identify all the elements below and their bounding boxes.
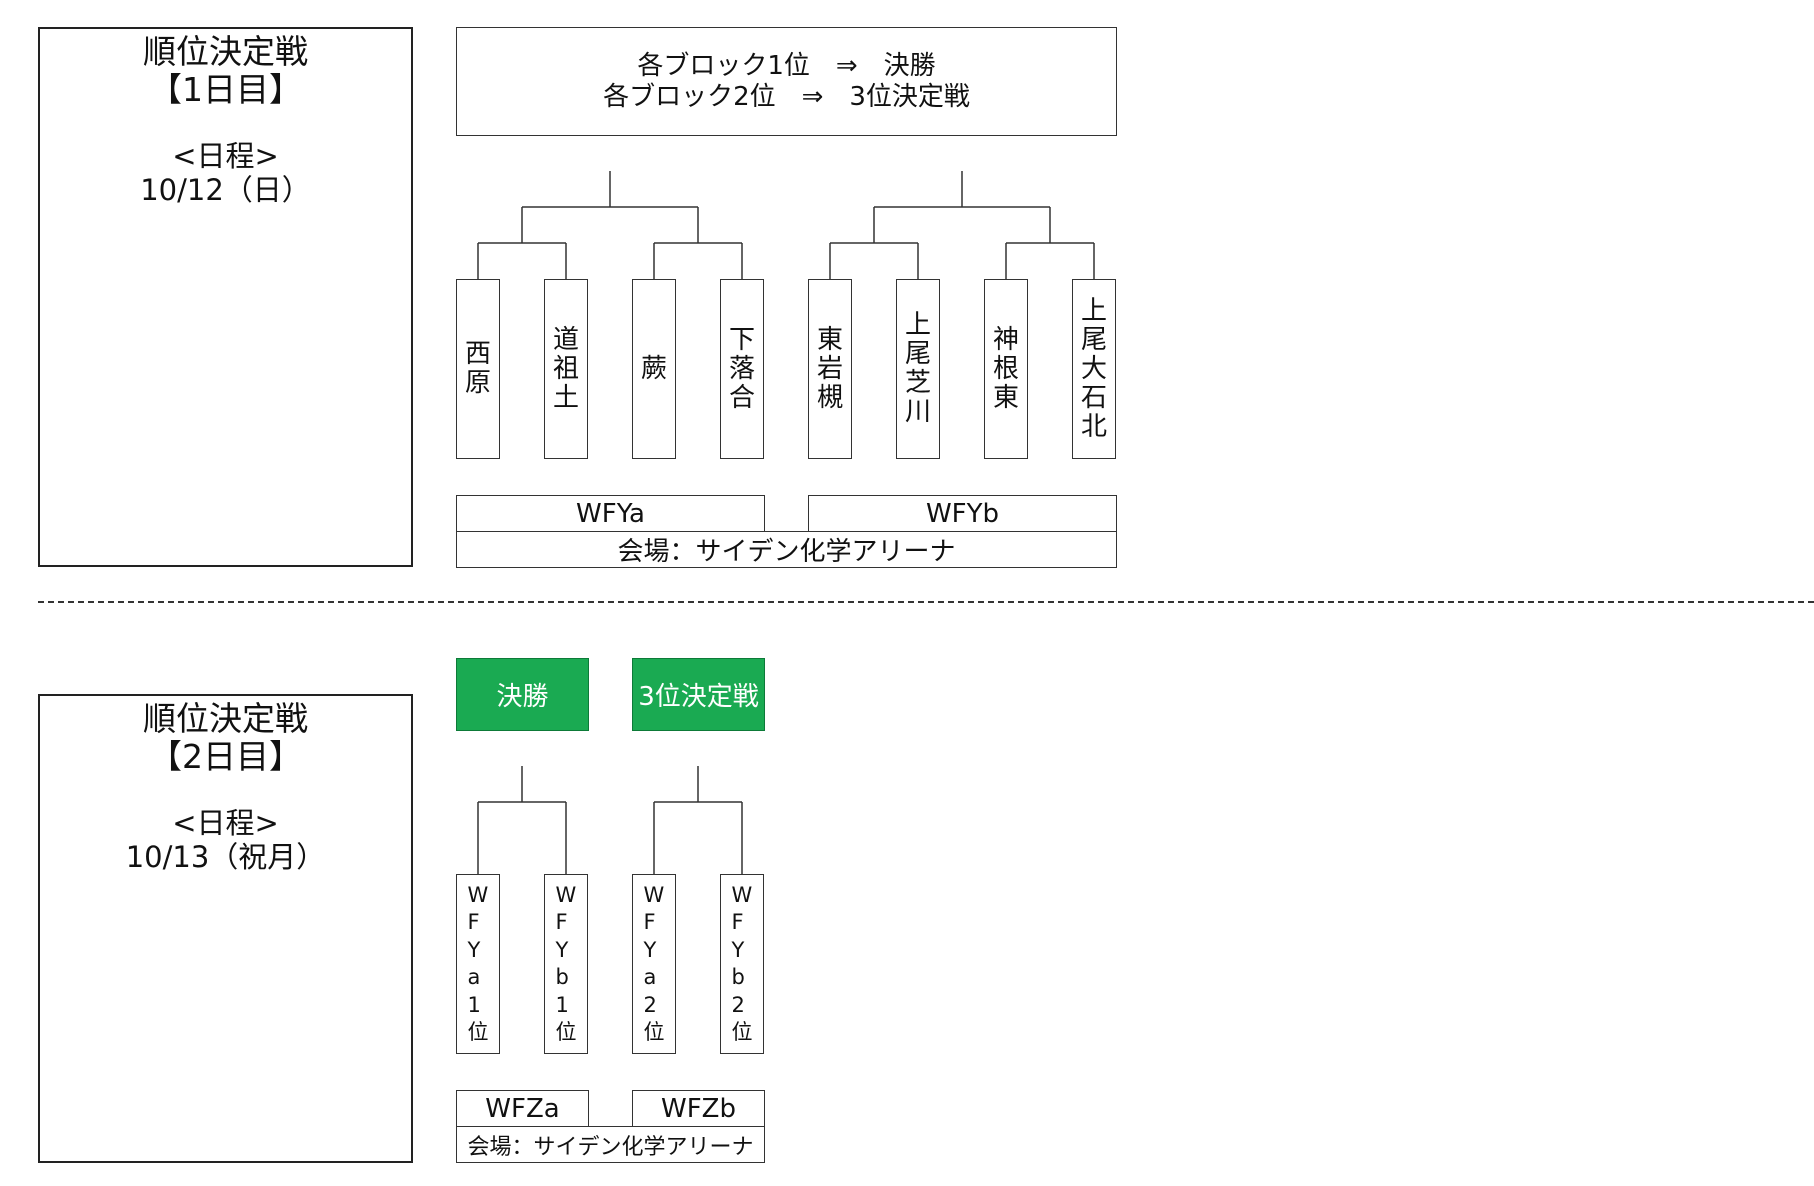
team-name: 東岩槻 xyxy=(816,324,843,413)
team-name: 道祖土 xyxy=(552,324,579,413)
team-name: 神根東 xyxy=(992,324,1019,413)
team-box: 蕨 xyxy=(632,279,676,459)
team-box: 西原 xyxy=(456,279,500,459)
day2-title-line2: 【2日目】 xyxy=(149,737,302,776)
day2-title-line1: 順位決定戦 xyxy=(143,699,308,738)
team-name: 上尾芝川 xyxy=(904,310,931,427)
team-box: 上尾大石北 xyxy=(1072,279,1116,459)
day1-venue: 会場：サイデン化学アリーナ xyxy=(456,531,1117,568)
team-box: 上尾芝川 xyxy=(896,279,940,459)
day2-info-box: 順位決定戦 【2日目】 <日程> 10/13（祝月） xyxy=(38,694,413,1163)
day2-block-a-label: WFZa xyxy=(456,1090,589,1127)
team-name: 上尾大石北 xyxy=(1080,295,1107,442)
day-divider xyxy=(38,601,1814,603)
team-name: 下落合 xyxy=(728,324,755,413)
team-box: 道祖土 xyxy=(544,279,588,459)
day1-title: 順位決定戦 【1日目】 xyxy=(40,33,411,109)
team-name: 西原 xyxy=(464,339,491,398)
final-match-label: 決勝 xyxy=(456,658,589,731)
day1-title-line1: 順位決定戦 xyxy=(143,32,308,71)
team-box: 東岩槻 xyxy=(808,279,852,459)
day2-schedule: <日程> 10/13（祝月） xyxy=(40,806,411,874)
day2-schedule-label: <日程> xyxy=(172,806,279,840)
team-box: 下落合 xyxy=(720,279,764,459)
day1-title-line2: 【1日目】 xyxy=(149,70,302,109)
day1-schedule: <日程> 10/12（日） xyxy=(40,139,411,207)
day1-schedule-label: <日程> xyxy=(172,139,279,173)
team-name: 蕨 xyxy=(640,353,667,384)
day2-venue: 会場：サイデン化学アリーナ xyxy=(456,1126,765,1163)
day1-block-b-label: WFYb xyxy=(808,495,1117,532)
day1-block-a-label: WFYa xyxy=(456,495,765,532)
third-place-match-label: 3位決定戦 xyxy=(632,658,765,731)
day2-schedule-date: 10/13（祝月） xyxy=(125,840,326,874)
day1-rule-box: 各ブロック1位 ⇒ 決勝 各ブロック2位 ⇒ 3位決定戦 xyxy=(456,27,1117,136)
day1-info-box: 順位決定戦 【1日目】 <日程> 10/12（日） xyxy=(38,27,413,567)
day1-schedule-date: 10/12（日） xyxy=(140,173,311,207)
day2-title: 順位決定戦 【2日目】 xyxy=(40,700,411,776)
day1-rule-line2: 各ブロック2位 ⇒ 3位決定戦 xyxy=(603,81,970,112)
day1-rule-line1: 各ブロック1位 ⇒ 決勝 xyxy=(637,50,936,81)
team-box: 神根東 xyxy=(984,279,1028,459)
day2-block-b-label: WFZb xyxy=(632,1090,765,1127)
